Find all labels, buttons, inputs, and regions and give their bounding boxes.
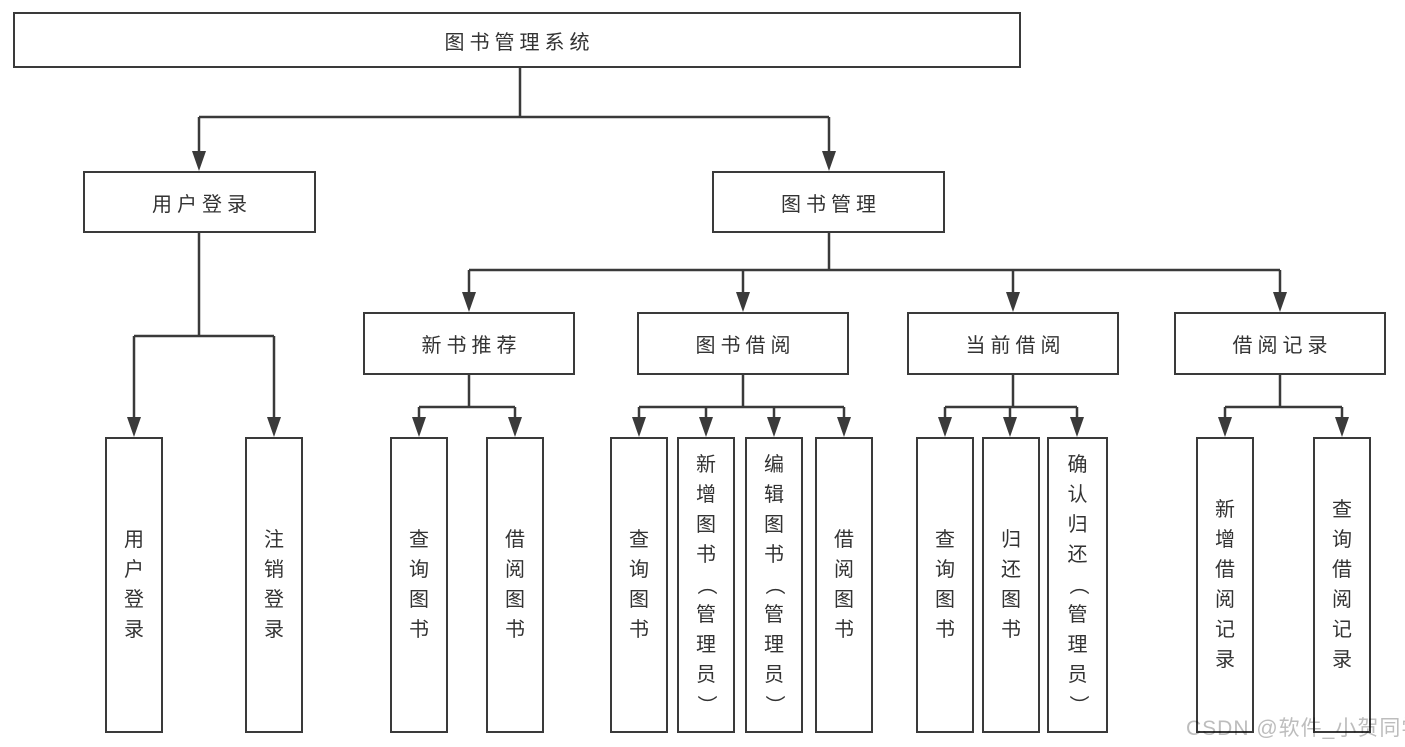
node-book-borrowing: 图书借阅 [637,312,849,375]
leaf-borrow-books-borrowing: 借阅图书 [815,437,873,733]
leaf-borrow-books-recommend: 借阅图书 [486,437,544,733]
leaf-logout-login: 注销登录 [245,437,303,733]
leaf-query-books-borrowing: 查询图书 [610,437,668,733]
leaf-user-login-label: 用户登录 [124,529,144,641]
node-borrowing-records: 借阅记录 [1174,312,1386,375]
leaf-query-books-current: 查询图书 [916,437,974,733]
leaf-edit-book-admin-label: 编辑图书（管理员） [763,454,785,715]
node-book-management: 图书管理 [712,171,945,233]
leaf-return-book-label: 归还图书 [1001,529,1021,641]
leaf-query-books-current-label: 查询图书 [935,529,955,641]
leaf-edit-book-admin: 编辑图书（管理员） [745,437,803,733]
leaf-confirm-return-admin-label: 确认归还（管理员） [1066,454,1089,715]
node-root: 图书管理系统 [13,12,1021,68]
node-current-borrowing: 当前借阅 [907,312,1119,375]
leaf-add-borrow-record: 新增借阅记录 [1196,437,1254,733]
node-root-label: 图书管理系统 [444,31,595,54]
leaf-query-borrow-record-label: 查询借阅记录 [1332,499,1352,671]
node-book-management-label: 图书管理 [781,193,881,216]
leaf-query-books-borrowing-label: 查询图书 [629,529,649,641]
node-new-book-recommend: 新书推荐 [363,312,575,375]
leaf-query-borrow-record: 查询借阅记录 [1313,437,1371,733]
leaf-add-book-admin-label: 新增图书（管理员） [695,454,717,715]
node-borrowing-records-label: 借阅记录 [1232,335,1333,357]
leaf-query-books-recommend-label: 查询图书 [409,529,429,641]
node-current-borrowing-label: 当前借阅 [965,335,1066,357]
leaf-add-book-admin: 新增图书（管理员） [677,437,735,733]
leaf-add-borrow-record-label: 新增借阅记录 [1215,499,1235,671]
leaf-user-login: 用户登录 [105,437,163,733]
leaf-borrow-books-recommend-label: 借阅图书 [505,529,525,641]
node-user-login: 用户登录 [83,171,316,233]
node-book-borrowing-label: 图书借阅 [695,335,796,357]
leaf-borrow-books-borrowing-label: 借阅图书 [834,529,854,641]
leaf-return-book: 归还图书 [982,437,1040,733]
node-new-book-recommend-label: 新书推荐 [421,335,522,357]
leaf-query-books-recommend: 查询图书 [390,437,448,733]
leaf-logout-login-label: 注销登录 [264,529,284,641]
leaf-confirm-return-admin: 确认归还（管理员） [1047,437,1108,733]
node-user-login-label: 用户登录 [152,193,252,216]
watermark: CSDN @软件_小贺同学 [1186,717,1405,740]
